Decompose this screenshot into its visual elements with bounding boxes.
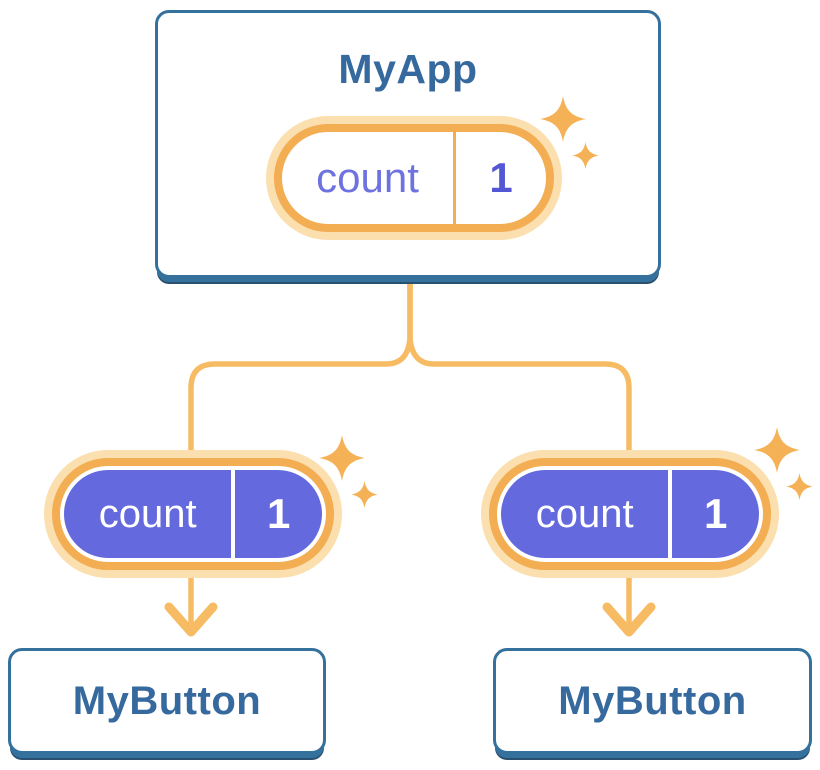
state-pill-child-left: count 1 (44, 450, 342, 578)
state-value: 1 (489, 154, 513, 201)
state-pill-child-right: count 1 (481, 450, 779, 578)
component-label-mybutton-left: MyButton (72, 679, 262, 723)
sparkle-icon (319, 435, 378, 508)
state-name: count (316, 154, 419, 201)
connector-right-branch (407, 281, 632, 458)
state-pill-child-right-ring: count 1 (489, 458, 771, 570)
state-pill-divider (668, 470, 673, 558)
state-name: count (98, 491, 197, 536)
component-card-mybutton-right: MyButton (493, 648, 812, 754)
arrow-left-head-icon (164, 602, 218, 637)
component-card-mybutton-left: MyButton (8, 648, 326, 754)
state-pill-myapp: count 1 (266, 116, 562, 240)
state-pill-myapp-ring: count 1 (274, 124, 554, 232)
state-pill-child-left-core: count 1 (64, 470, 322, 558)
component-label-myapp: MyApp (338, 46, 478, 92)
sparkle-icon (754, 427, 813, 500)
sparkle-icon (540, 96, 599, 169)
connector-left-branch (188, 281, 413, 458)
state-value: 1 (703, 490, 728, 537)
state-pill-child-right-core: count 1 (501, 470, 759, 558)
state-value: 1 (266, 490, 291, 537)
state-pill-divider (231, 470, 236, 558)
arrow-right-head-icon (602, 602, 656, 637)
state-pill-divider (453, 132, 456, 224)
state-pill-child-left-ring: count 1 (52, 458, 334, 570)
state-name: count (535, 491, 634, 536)
component-label-mybutton-right: MyButton (558, 679, 747, 723)
